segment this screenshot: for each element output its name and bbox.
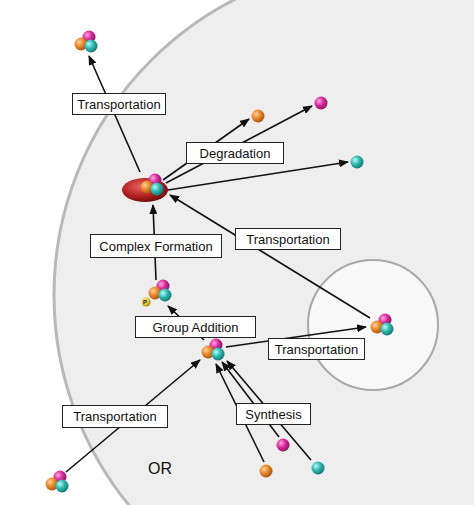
process-label: Degradation — [200, 146, 271, 161]
protein-molecule — [46, 471, 69, 493]
process-label: Transportation — [77, 97, 160, 112]
subunit-sphere — [315, 97, 328, 110]
process-label-box: Transportation — [72, 93, 166, 115]
subunit-sphere — [277, 439, 290, 452]
process-label: Transportation — [246, 232, 329, 247]
arrow — [227, 361, 311, 460]
process-label-box: Transportation — [268, 338, 365, 360]
arrow — [222, 362, 279, 437]
process-arrows — [66, 56, 370, 472]
process-label-box: Synthesis — [236, 403, 311, 425]
cell-membrane — [54, 0, 474, 505]
protein-molecule — [149, 280, 172, 302]
process-label: Transportation — [73, 409, 156, 424]
process-label-box: Transportation — [62, 405, 168, 428]
process-label-box: Transportation — [235, 228, 341, 250]
process-label-box: Group Addition — [135, 316, 256, 338]
process-label-box: Degradation — [186, 142, 284, 164]
protein-molecule — [371, 314, 394, 336]
alternative-note: OR — [148, 461, 172, 477]
subunit-sphere — [351, 156, 364, 169]
subunit-sphere — [252, 110, 265, 123]
process-label-box: Complex Formation — [90, 234, 222, 258]
subunit-sphere — [312, 462, 325, 475]
subunit-sphere — [260, 465, 273, 478]
protein-molecule — [75, 31, 98, 53]
process-label: Complex Formation — [99, 239, 212, 254]
protein-molecule — [202, 339, 225, 361]
group-symbol: P — [143, 299, 147, 305]
protein-molecule — [141, 174, 164, 196]
arrow — [66, 360, 200, 472]
process-label: Synthesis — [245, 407, 301, 422]
nucleus — [308, 260, 438, 390]
arrow — [168, 162, 348, 190]
added-group — [142, 298, 151, 307]
process-label: Group Addition — [152, 320, 238, 335]
process-label: Transportation — [275, 342, 358, 357]
